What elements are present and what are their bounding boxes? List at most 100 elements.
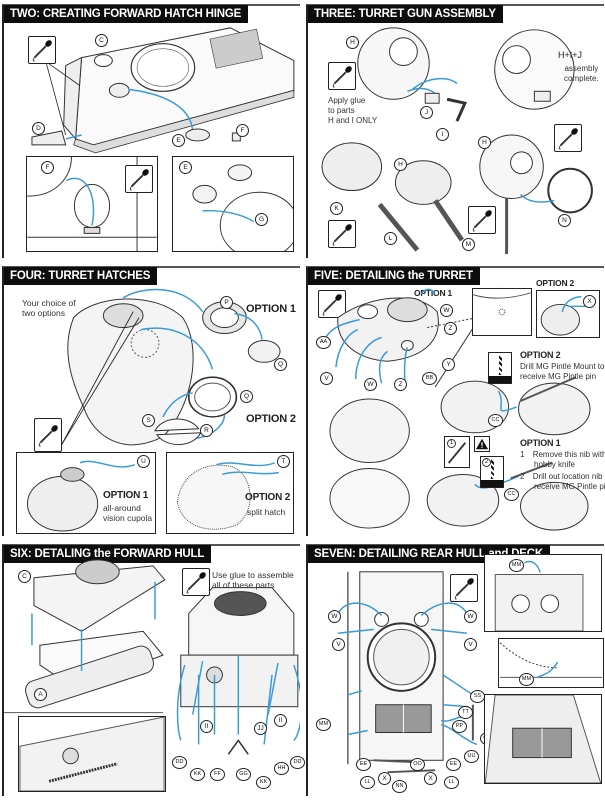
part-label-y: Y bbox=[442, 358, 455, 371]
section-three: THREE: TURRET GUN ASSEMBLY H Apply glue … bbox=[306, 4, 604, 258]
part-label-w: W bbox=[328, 610, 341, 623]
part-label-c: C bbox=[95, 34, 108, 47]
part-label-k: K bbox=[330, 202, 343, 215]
part-label-e: E bbox=[179, 161, 192, 174]
part-label-tt: TT bbox=[458, 706, 473, 719]
section-four-title: FOUR: TURRET HATCHES bbox=[4, 267, 158, 285]
glue-note: Apply glue to parts H and I ONLY bbox=[328, 96, 378, 125]
part-label-cc: CC bbox=[488, 414, 503, 427]
section-six-title: SIX: DETALING the FORWARD HULL bbox=[4, 545, 212, 563]
part-label-l: L bbox=[384, 232, 397, 245]
inset-option-2-desc: split hatch bbox=[247, 507, 286, 517]
part-label-bb: BB bbox=[422, 372, 437, 385]
part-label-cc: CC bbox=[504, 488, 519, 501]
rear-hull-illustration bbox=[337, 571, 478, 774]
section-five-title: FIVE: DETAILING the TURRET bbox=[308, 267, 480, 285]
part-label-ss: SS bbox=[470, 690, 485, 703]
option-1-top-label: OPTION 1 bbox=[414, 288, 453, 298]
part-label-oo: OO bbox=[410, 758, 425, 771]
glue-applicator-icon bbox=[318, 290, 346, 318]
part-label-uu: UU bbox=[464, 750, 479, 763]
part-label-ii: II bbox=[274, 714, 287, 727]
part-label-ff: FF bbox=[210, 768, 225, 781]
part-label-q: Q bbox=[274, 358, 287, 371]
part-label-ii: II bbox=[200, 720, 213, 733]
drill-icon bbox=[488, 352, 512, 384]
part-label-p: P bbox=[220, 296, 233, 309]
turret-gun-illustration bbox=[321, 27, 593, 255]
option-2-desc: Drill MG Pintle Mount to receive MG Pint… bbox=[520, 362, 605, 381]
inset-option-2-split-hatch: T OPTION 2 split hatch bbox=[166, 452, 294, 534]
inset-rear-grille bbox=[484, 694, 602, 784]
part-label-z: Z bbox=[444, 322, 457, 335]
glue-applicator-icon bbox=[125, 165, 153, 193]
assembly-formula: H+I+J bbox=[558, 50, 583, 60]
glue-applicator-icon bbox=[182, 568, 210, 596]
inset-rear-deck-mm: MM bbox=[484, 554, 602, 632]
glue-applicator-icon bbox=[328, 62, 356, 90]
section-seven: SEVEN: DETAILING REAR HULL and DECK W W … bbox=[306, 544, 604, 796]
part-label-w: W bbox=[364, 378, 377, 391]
inset-option-1-title: OPTION 1 bbox=[103, 490, 149, 501]
part-label-m: M bbox=[462, 238, 475, 251]
part-label-a: A bbox=[34, 688, 47, 701]
option-2-label: OPTION 2 bbox=[246, 413, 296, 425]
part-label-aa: AA bbox=[316, 336, 331, 349]
part-label-mm: MM bbox=[519, 673, 534, 686]
part-label-v: V bbox=[464, 638, 477, 651]
part-label-nn: NN bbox=[392, 780, 407, 793]
drill-icon: 2 bbox=[480, 456, 504, 488]
part-label-v: V bbox=[332, 638, 345, 651]
inset-hinge-f: F bbox=[26, 156, 158, 252]
inset-rear-deck-rr: MM bbox=[498, 638, 604, 688]
glue-applicator-icon bbox=[34, 418, 62, 452]
part-label-gg: GG bbox=[236, 768, 251, 781]
hull-deck-illustration bbox=[31, 27, 295, 154]
part-label-ee: EE bbox=[446, 758, 461, 771]
section-two-title: TWO: CREATING FORWARD HATCH HINGE bbox=[4, 5, 249, 23]
option-1-step-2: 2 Drill out location nib to receive MG P… bbox=[520, 472, 605, 491]
part-label-h: H bbox=[346, 36, 359, 49]
glue-applicator-icon bbox=[28, 36, 56, 64]
option-1-label: OPTION 1 bbox=[246, 303, 296, 315]
choice-intro: Your choice of two options bbox=[22, 298, 76, 318]
part-label-j: J bbox=[420, 106, 433, 119]
part-label-kk: KK bbox=[256, 776, 271, 789]
hobby-knife-icon: 1 bbox=[444, 436, 470, 468]
section-five: FIVE: DETAILING the TURRET OPTION 1 W AA… bbox=[306, 266, 605, 536]
section-six: SIX: DETALING the FORWARD HULL C A Use g… bbox=[2, 544, 305, 796]
part-label-x: X bbox=[424, 772, 437, 785]
inset-option-2-title: OPTION 2 bbox=[245, 492, 291, 503]
glue-applicator-icon bbox=[554, 124, 582, 152]
part-label-d: D bbox=[32, 122, 45, 135]
part-label-dd: DD bbox=[290, 756, 305, 769]
part-label-v: V bbox=[320, 372, 333, 385]
part-label-hh: HH bbox=[274, 762, 289, 775]
inset-hatch-e: E G bbox=[172, 156, 294, 252]
part-label-g: G bbox=[255, 213, 268, 226]
forward-hull-illustration bbox=[4, 559, 300, 755]
part-label-i: I bbox=[436, 128, 449, 141]
section-four: FOUR: TURRET HATCHES Your choice of two … bbox=[2, 266, 300, 536]
part-label-r: R bbox=[200, 424, 213, 437]
turret-hatches-illustration bbox=[61, 288, 281, 446]
part-label-mm: MM bbox=[316, 718, 331, 731]
part-label-f: F bbox=[236, 124, 249, 137]
option-2-title: OPTION 2 bbox=[520, 350, 561, 360]
part-label-s: S bbox=[142, 414, 155, 427]
step-2-badge: 2 bbox=[482, 458, 491, 467]
part-label-jj: JJ bbox=[254, 722, 267, 735]
part-label-x: X bbox=[583, 295, 596, 308]
inset-hull-detail bbox=[18, 716, 166, 792]
part-label-h: H bbox=[478, 136, 491, 149]
part-label-e: E bbox=[172, 134, 185, 147]
warning-triangle-icon bbox=[474, 436, 490, 452]
section-three-title: THREE: TURRET GUN ASSEMBLY bbox=[308, 5, 503, 23]
part-label-t: T bbox=[277, 455, 290, 468]
glue-applicator-icon bbox=[328, 220, 356, 248]
turret-detail-illustration bbox=[321, 287, 591, 531]
part-label-n: N bbox=[558, 214, 571, 227]
part-label-w: W bbox=[440, 304, 453, 317]
part-label-ll: LL bbox=[360, 776, 375, 789]
part-label-h: H bbox=[394, 158, 407, 171]
